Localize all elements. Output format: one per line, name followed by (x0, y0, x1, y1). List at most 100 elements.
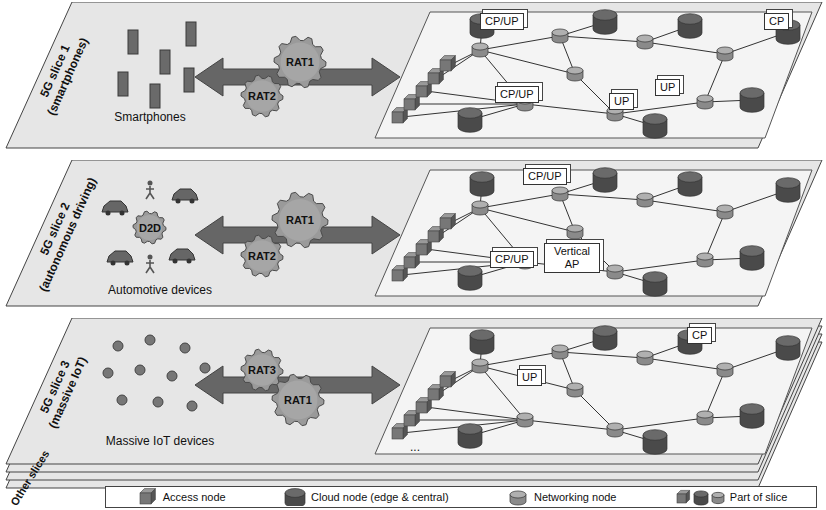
gear-hub (246, 240, 278, 272)
networking-node-top (510, 491, 526, 498)
networking-node-top (517, 413, 533, 420)
access-node-side (451, 372, 455, 387)
cloud-node-top (776, 178, 800, 189)
network-link (414, 420, 525, 421)
networking-node-top (637, 193, 653, 200)
pedestrian-icon (146, 260, 154, 273)
access-node (428, 73, 439, 84)
gear-hub (246, 80, 278, 112)
smartphone-icon (160, 50, 170, 74)
car-icon (107, 251, 133, 262)
cloud-node-top (470, 172, 494, 183)
pedestrian-icon (148, 181, 153, 186)
iot-device (113, 341, 123, 351)
cloud-node-top (643, 430, 667, 441)
network-link (480, 36, 560, 50)
gear-hub (279, 199, 321, 241)
car-wheel (176, 199, 181, 204)
cloud-node-top (458, 108, 482, 119)
car-wheel (125, 261, 130, 266)
smartphone-icon (184, 68, 194, 92)
smartphone-icon (186, 22, 196, 46)
car-wheel (106, 211, 111, 216)
cloud-node-top (740, 88, 764, 99)
device-label: ... (410, 440, 420, 454)
networking-node-top (472, 43, 488, 50)
access-node (392, 428, 403, 439)
access-node-side (451, 214, 455, 229)
network-link (705, 54, 725, 102)
networking-node-top (697, 253, 713, 260)
gear-hub (137, 215, 162, 240)
access-node (392, 112, 403, 123)
access-node-side (151, 489, 155, 504)
function-box: CP/UP (523, 168, 567, 185)
networking-node-top (697, 411, 713, 418)
gear-outline (274, 36, 326, 87)
cloud-node-top (470, 330, 494, 341)
car-icon (169, 249, 195, 260)
label-text: Automotive devices (108, 283, 212, 297)
networking-node-top (712, 492, 724, 497)
cloud-node-top (740, 404, 764, 415)
device-label: Automotive devices (108, 283, 212, 297)
car-wheel (187, 259, 192, 264)
rat-label: RAT2 (248, 90, 276, 102)
function-box: Vertical AP (544, 243, 600, 273)
car-wheel (120, 211, 125, 216)
legend-item: Networking node (506, 488, 617, 506)
access-node-side (686, 490, 690, 503)
rat-gear: RAT1 (271, 191, 329, 249)
networking-node-top (637, 35, 653, 42)
rat-label: RAT1 (284, 394, 312, 406)
rat-gear: RAT2 (240, 74, 284, 118)
label-text: Massive IoT devices (106, 434, 215, 448)
function-label: Vertical AP (554, 245, 590, 270)
access-node (677, 494, 686, 503)
access-node (392, 270, 403, 281)
access-node (416, 402, 427, 413)
iot-device (200, 363, 210, 373)
network-link (480, 208, 575, 232)
cloud-node-top (643, 114, 667, 125)
cloud-node-top (285, 489, 305, 498)
legend-box: Access nodeCloud node (edge & central)Ne… (105, 486, 817, 508)
device-label: Smartphones (114, 110, 185, 124)
function-box: CP/UP (495, 86, 539, 103)
networking-node-top (717, 47, 733, 54)
slice-plane-outline (6, 2, 822, 148)
access-node (428, 389, 439, 400)
function-box: UP (609, 93, 634, 110)
iot-device (117, 395, 127, 405)
rat-label: RAT1 (286, 56, 314, 68)
function-label: CP (692, 329, 707, 341)
iot-device (145, 335, 155, 345)
access-node (416, 244, 427, 255)
slice-illustration (0, 2, 826, 150)
cloud-node-top (694, 491, 708, 497)
smartphone-icon (128, 30, 138, 54)
function-box: UP (517, 369, 542, 386)
function-box: CP (764, 13, 789, 30)
networking-node-top (637, 351, 653, 358)
network-link (480, 366, 575, 390)
legend-swatch (283, 488, 307, 506)
gear-outline (272, 192, 328, 247)
network-link (705, 212, 725, 260)
network-link (480, 50, 575, 74)
iot-device (153, 397, 163, 407)
network-link (645, 358, 725, 370)
cloud-node-top (458, 424, 482, 435)
access-node (440, 218, 451, 229)
function-box: UP (655, 79, 680, 96)
networking-node-top (607, 265, 623, 272)
gear-outline (133, 212, 166, 245)
access-node (440, 376, 451, 387)
rat-gear: D2D (132, 210, 167, 245)
slice-plane-outline (6, 160, 822, 306)
pedestrian-icon (148, 255, 153, 260)
function-label: CP/UP (528, 170, 562, 182)
rat-label: RAT1 (286, 214, 314, 226)
cloud-node-top (458, 266, 482, 277)
legend-text: Cloud node (edge & central) (311, 491, 449, 503)
